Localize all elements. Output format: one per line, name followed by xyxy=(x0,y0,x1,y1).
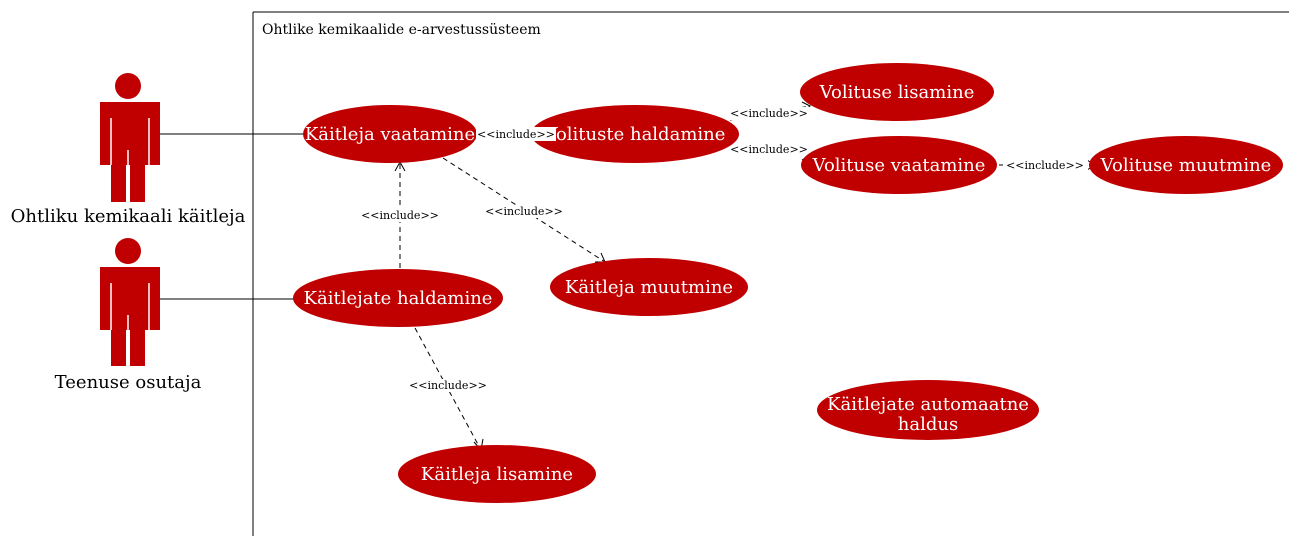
use-case-label: Volituse muutmine xyxy=(1100,155,1272,176)
actor-teenuse-osutaja[interactable]: Teenuse osutaja xyxy=(55,238,202,393)
person-figure-icon xyxy=(100,73,160,202)
use-case-kaitlejate-haldamine[interactable]: Käitlejate haldamine xyxy=(293,269,503,327)
include-label: <<include>> xyxy=(730,143,808,156)
use-case-volituste-haldamine[interactable]: Volituste haldamine <<include>> xyxy=(476,105,739,163)
use-case-kaitleja-lisamine[interactable]: Käitleja lisamine xyxy=(398,445,596,503)
system-boundary: Ohtlike kemikaalide e-arvestussüsteem xyxy=(252,11,1289,536)
use-case-label: Käitleja vaatamine xyxy=(305,124,475,145)
use-case-label: Käitleja muutmine xyxy=(565,277,733,298)
include-label: <<include>> xyxy=(730,107,808,120)
use-case-label: Käitleja lisamine xyxy=(421,464,573,485)
include-label: <<include>> xyxy=(361,209,439,222)
person-figure-icon xyxy=(100,238,160,366)
use-case-kaitleja-muutmine[interactable]: Käitleja muutmine xyxy=(550,258,748,316)
actor-kaitleja[interactable]: Ohtliku kemikaali käitleja xyxy=(11,73,246,227)
use-case-kaitleja-vaatamine[interactable]: Käitleja vaatamine xyxy=(303,105,477,163)
include-label: <<include>> xyxy=(485,205,563,218)
include-label: <<include>> xyxy=(1006,159,1084,172)
use-case-label: Volituse lisamine xyxy=(819,82,975,103)
use-case-volituse-lisamine[interactable]: Volituse lisamine xyxy=(800,63,994,121)
actor-label: Teenuse osutaja xyxy=(55,372,202,393)
system-title: Ohtlike kemikaalide e-arvestussüsteem xyxy=(262,22,541,38)
use-case-volituse-vaatamine[interactable]: Volituse vaatamine xyxy=(801,136,997,194)
use-case-volituse-muutmine[interactable]: Volituse muutmine xyxy=(1089,136,1283,194)
use-case-label: Käitlejate haldamine xyxy=(304,288,493,309)
use-case-label: Volituse vaatamine xyxy=(812,155,986,176)
actor-label: Ohtliku kemikaali käitleja xyxy=(11,206,246,227)
include-label: <<include>> xyxy=(409,379,487,392)
include-label: <<include>> xyxy=(477,128,555,141)
use-case-label: Volituste haldamine xyxy=(544,124,726,145)
